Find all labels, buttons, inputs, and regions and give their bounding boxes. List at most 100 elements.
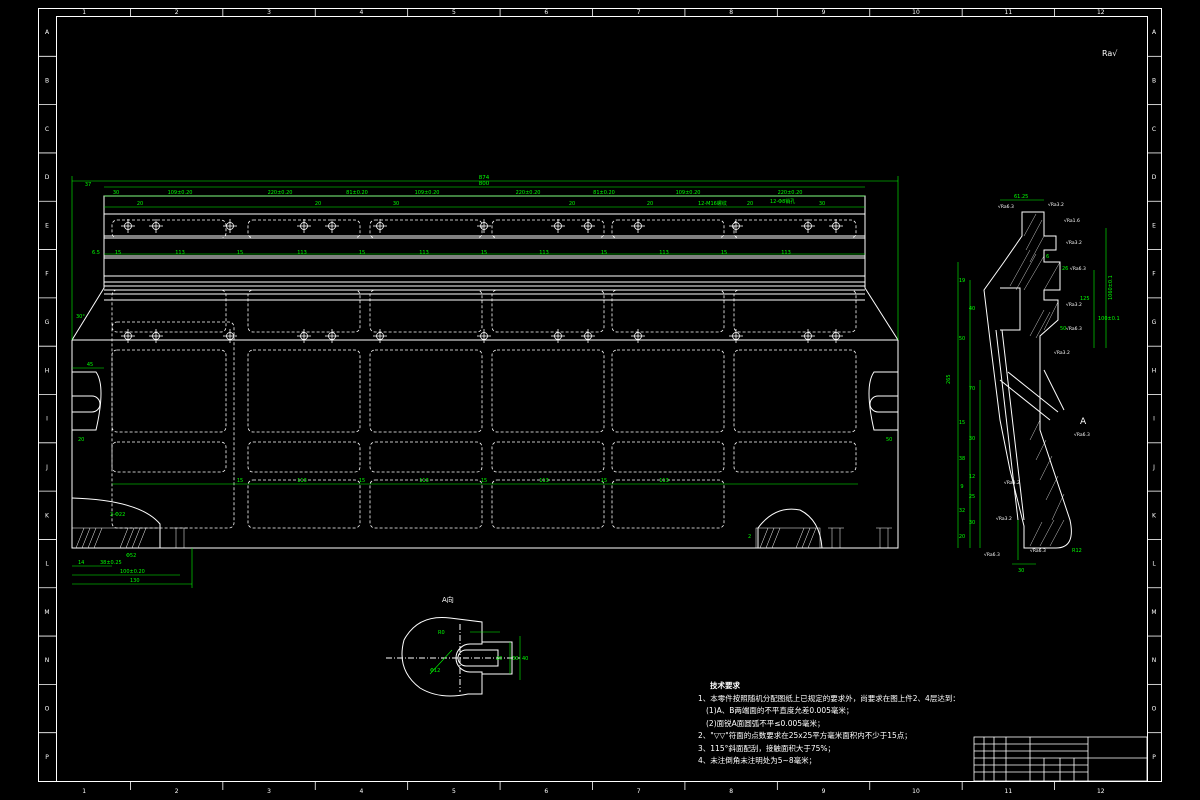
side-hole-2: [1007, 371, 1059, 413]
dim-hole-pitch: 20: [747, 201, 753, 207]
pocket-main: [491, 349, 605, 433]
grid-col-label: 11: [1005, 9, 1013, 16]
side-view-dimension-labels: 1940507015303812925323020100±0.112526650…: [959, 254, 1120, 574]
side-vert-dim: 15: [959, 420, 965, 426]
side-overall-h: 265: [946, 374, 952, 384]
grid-row-label: M: [44, 609, 49, 616]
side-view-surface-marks: √Ra6.3√Ra3.2√Ra1.6√Ra3.2√Ra6.3√Ra3.2√Ra6…: [984, 202, 1090, 558]
side-vert-dim: 12: [969, 474, 975, 480]
grid-row-label: K: [45, 512, 50, 519]
detail-outline: [386, 616, 520, 697]
side-web: [1000, 287, 1021, 331]
pocket-upper: [247, 289, 361, 333]
side-vert-dim: 19: [959, 278, 965, 284]
surface-finish-mark: √Ra6.3: [998, 204, 1014, 210]
top-rail: [103, 213, 866, 237]
grid-col-label: 5: [452, 788, 456, 795]
side-vert-dim: 30: [969, 436, 975, 442]
inner-border: [56, 16, 1148, 782]
grid-row-label: F: [1152, 271, 1156, 278]
pocket-bottom: [611, 479, 725, 529]
dim-inner: 800: [479, 181, 490, 187]
front-view-outline: [71, 195, 899, 549]
grid-row-label: H: [45, 367, 50, 374]
side-inner-dim: 125: [1080, 296, 1090, 302]
grid-col-label: 6: [544, 9, 548, 16]
side-bottom-dim: 30: [1018, 568, 1024, 574]
detail-body: [401, 616, 483, 697]
grid-row-label: A: [45, 29, 50, 36]
stud-right: [876, 527, 892, 548]
grid-row-label: N: [1152, 657, 1157, 664]
side-hatch-top: [1009, 213, 1061, 339]
surface-finish-mark: √Ra3.2: [996, 516, 1012, 522]
side-vert-dim: 32: [959, 508, 965, 514]
left-slot: [72, 395, 101, 413]
surface-finish-mark: √Ra6.3: [1066, 326, 1082, 332]
side-hole-1: [999, 379, 1051, 421]
dim-mid-span: 113: [419, 250, 429, 256]
dim-segment: 109±0.20: [415, 190, 440, 196]
grid-row-label: I: [1153, 416, 1155, 423]
grid-row-label: J: [1152, 464, 1155, 471]
side-hole-3: [1043, 369, 1065, 411]
detail-dimensions: [429, 631, 521, 680]
grid-col-label: 7: [637, 788, 641, 795]
dim-bolt-callout: 2-Φ22: [110, 512, 125, 518]
detail-dim-4: [429, 649, 453, 675]
surface-finish-mark: √Ra6.3: [984, 552, 1000, 558]
pocket-upper: [111, 289, 227, 333]
tech-note-line-4: 2、"▽▽"符面的点数要求在25x25平方毫米面积内不少于15点；: [698, 731, 912, 740]
dim-foot-b: Φ52: [126, 553, 136, 559]
pocket-main: [111, 349, 227, 433]
side-vert-dim: 30: [969, 520, 975, 526]
grid-col-label: 3: [267, 9, 271, 16]
dim-bottom-span: 15: [481, 478, 487, 484]
right-end-slot: [868, 371, 898, 431]
grid-col-label: 10: [912, 9, 920, 16]
roughness-mark: Ra√: [1102, 49, 1118, 58]
grid-row-label: B: [45, 77, 49, 84]
dim-segment: 81±0.20: [593, 190, 615, 196]
surface-finish-mark: √Ra1.6: [1064, 218, 1080, 224]
drawing-frame: [38, 8, 1162, 782]
pocket-lower: [247, 441, 361, 473]
dim-segment: 81±0.20: [346, 190, 368, 196]
grid-col-label: 5: [452, 9, 456, 16]
grid-row-label: E: [1152, 222, 1156, 229]
pocket-main: [247, 349, 361, 433]
dim-mid-span: 15: [481, 250, 487, 256]
right-foot-hatch: [759, 527, 817, 549]
pocket-top: [611, 219, 725, 239]
side-inner-dim: 50: [1060, 326, 1066, 332]
front-view-pockets: [111, 219, 857, 529]
grid-col-label: 6: [544, 788, 548, 795]
side-vert-dim: 25: [969, 494, 975, 500]
pocket-main: [369, 349, 483, 433]
dim-mid-span: 15: [721, 250, 727, 256]
dim-mid-span: 15: [359, 250, 365, 256]
pocket-top: [111, 219, 227, 239]
dim-overall: 874: [479, 175, 490, 181]
detail-dim: 40: [522, 656, 528, 662]
side-vert-dim: 50: [959, 336, 965, 342]
pocket-lower: [491, 441, 605, 473]
side-hatch-low: [1029, 419, 1065, 547]
dim-segment: 109±0.20: [676, 190, 701, 196]
pocket-bottom: [491, 479, 605, 529]
dim-mid-span: 113: [659, 250, 669, 256]
grid-row-label: J: [45, 464, 48, 471]
grid-row-label: D: [45, 174, 50, 181]
title-block-frame: [973, 736, 1148, 782]
detail-slot-inner: [457, 649, 499, 667]
dim-segment: 220±0.20: [516, 190, 541, 196]
side-vert-total: 1060±0.1: [1108, 275, 1114, 300]
dim-segment: 220±0.20: [778, 190, 803, 196]
foot-hatching: [71, 527, 892, 549]
dim-mid-span: 15: [601, 250, 607, 256]
